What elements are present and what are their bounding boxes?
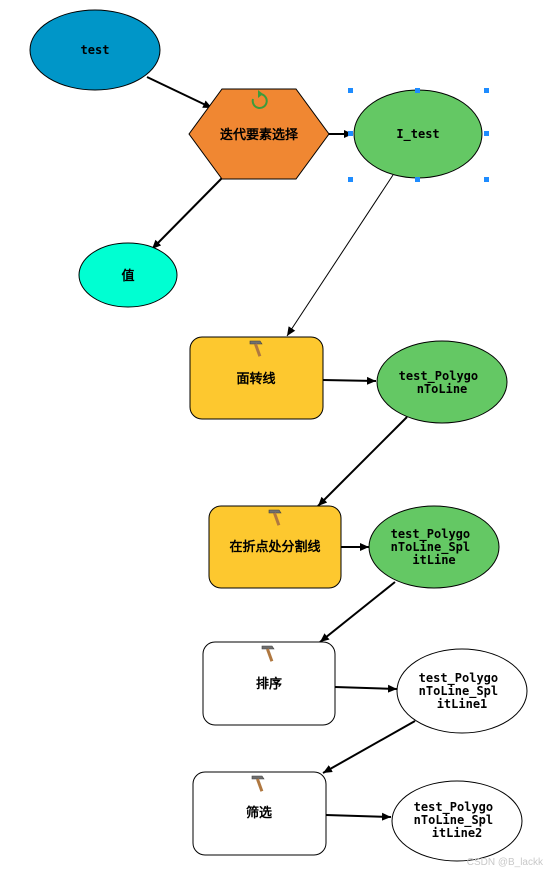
iterate-icon	[251, 90, 268, 109]
output2-line1: test_Polygo	[391, 527, 470, 542]
output2-line3: itLine	[412, 553, 455, 567]
output4-line3: itLine2	[432, 826, 483, 840]
output1-line1: test_Polygo	[399, 369, 478, 384]
connector-select-to-output[interactable]	[325, 812, 392, 821]
output3-line3: itLine1	[437, 697, 488, 711]
node-iterate-label: 迭代要素选择	[220, 127, 299, 143]
hammer-icon	[249, 340, 263, 357]
connector-output-to-select[interactable]	[322, 720, 416, 774]
tool-split-line-at-vertices[interactable]: 在折点处分割线	[208, 505, 342, 589]
svg-text:test_Polygo nToLine_Spl: test_Polygo nToLine_Spl itLine1	[419, 671, 506, 711]
selection-handles[interactable]	[348, 88, 489, 182]
node-polygon-to-line-output[interactable]: test_Polygo nToLine	[376, 340, 508, 424]
output4-line2: nToLine_Spl	[414, 813, 493, 828]
hammer-icon	[251, 775, 265, 792]
output1-line2: nToLine	[417, 382, 468, 396]
tool-select-label: 筛选	[246, 805, 272, 821]
tool-split-line-label: 在折点处分割线	[229, 539, 320, 555]
connector-itest-to-polygon-to-line[interactable]	[286, 174, 394, 337]
tool-select[interactable]: 筛选	[192, 771, 327, 856]
node-value-label: 值	[121, 268, 134, 284]
output4-line1: test_Polygo	[414, 800, 493, 815]
svg-text:test_Polygo nToLine_Spl: test_Polygo nToLine_Spl itLine2	[414, 800, 501, 840]
watermark: CSDN @B_lackk	[466, 857, 543, 868]
node-test[interactable]: test	[29, 9, 161, 91]
hammer-icon	[268, 509, 282, 526]
connector-iterate-to-value[interactable]	[151, 177, 223, 250]
connector-polygon-to-line-to-output[interactable]	[322, 376, 377, 385]
node-test-label: test	[81, 43, 110, 57]
connectors	[146, 76, 416, 821]
tool-sort-label: 排序	[256, 676, 282, 692]
node-split-line-output[interactable]: test_Polygo nToLine_Spl itLine	[368, 505, 500, 589]
hammer-icon	[261, 645, 275, 662]
node-iterate-feature-selection[interactable]: 迭代要素选择	[188, 88, 330, 180]
connector-output-to-split-line[interactable]	[317, 416, 408, 507]
tool-polygon-to-line-label: 面转线	[236, 371, 275, 387]
tool-sort[interactable]: 排序	[202, 641, 336, 726]
svg-text:test_Polygo nToLine: test_Polygo nToLine	[399, 369, 486, 396]
node-value[interactable]: 值	[78, 242, 178, 308]
node-sort-output[interactable]: test_Polygo nToLine_Spl itLine1	[396, 648, 528, 734]
svg-text:test_Polygo nToLine_Spl: test_Polygo nToLine_Spl itLine	[391, 527, 478, 567]
node-select-output[interactable]: test_Polygo nToLine_Spl itLine2	[391, 780, 523, 862]
connector-test-to-iterate[interactable]	[146, 76, 213, 109]
tool-polygon-to-line[interactable]: 面转线	[189, 336, 324, 420]
output3-line2: nToLine_Spl	[419, 684, 498, 699]
node-i-test-label: I_test	[396, 127, 439, 142]
connector-output-to-sort[interactable]	[319, 581, 396, 643]
node-i-test[interactable]: I_test	[348, 88, 489, 182]
output2-line2: nToLine_Spl	[391, 540, 470, 555]
connector-sort-to-output[interactable]	[334, 684, 398, 693]
output3-line1: test_Polygo	[419, 671, 498, 686]
